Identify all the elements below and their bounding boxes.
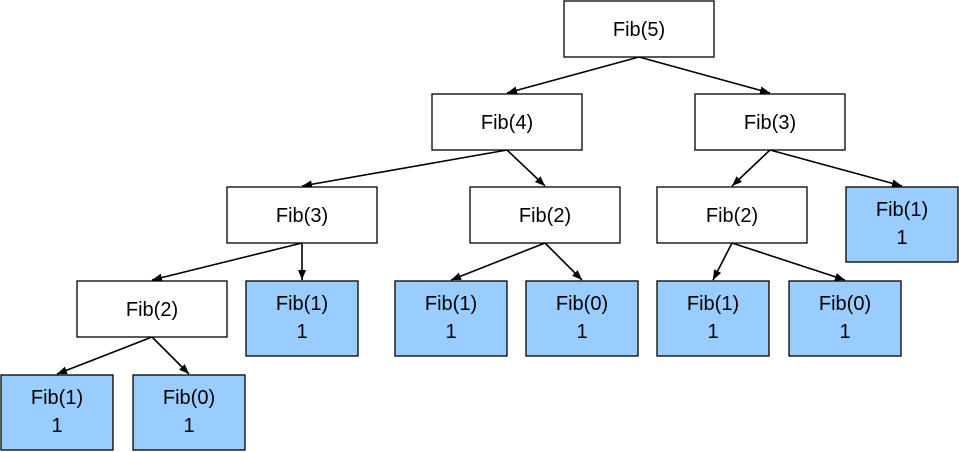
node-box [656, 186, 808, 244]
node-value: 1 [707, 321, 718, 343]
leaf-node: Fib(1) 1 [0, 374, 114, 451]
edge-arrow [506, 149, 546, 187]
edge-arrow [638, 56, 771, 95]
edge-arrow [301, 149, 508, 189]
leaf-node: Fib(1) 1 [845, 186, 959, 263]
node-label: Fib(1) [687, 293, 739, 315]
node-box [525, 280, 639, 357]
node-label: Fib(2) [126, 299, 178, 321]
node-value: 1 [51, 415, 62, 437]
leaf-node: Fib(1) 1 [245, 280, 359, 357]
edge-arrow [151, 242, 303, 282]
edge-arrow [712, 242, 733, 281]
node-label: Fib(1) [31, 387, 83, 409]
call-node: Fib(2) [469, 186, 621, 244]
node-box [694, 93, 846, 151]
node-box [845, 186, 959, 263]
node-label: Fib(0) [163, 387, 215, 409]
leaf-node: Fib(0) 1 [132, 374, 246, 451]
node-label: Fib(3) [276, 205, 328, 227]
edge-arrow [450, 242, 546, 281]
node-box [563, 0, 715, 58]
node-value: 1 [896, 227, 907, 249]
call-node: Fib(4) [431, 93, 583, 151]
node-label: Fib(1) [276, 293, 328, 315]
node-label: Fib(5) [613, 19, 665, 41]
leaf-node: Fib(1) 1 [394, 280, 508, 357]
node-value: 1 [839, 321, 850, 343]
edge-arrow [506, 56, 640, 95]
node-box [76, 280, 228, 338]
node-label: Fib(4) [481, 112, 533, 134]
node-value: 1 [576, 321, 587, 343]
node-box [0, 374, 114, 451]
node-label: Fib(2) [706, 205, 758, 227]
node-label: Fib(2) [519, 205, 571, 227]
edge-arrow [151, 336, 190, 375]
edges [56, 56, 903, 375]
node-label: Fib(3) [744, 112, 796, 134]
edge-arrow [769, 149, 903, 188]
node-value: 1 [296, 321, 307, 343]
node-label: Fib(0) [819, 293, 871, 315]
node-label: Fib(0) [556, 293, 608, 315]
leaf-node: Fib(0) 1 [525, 280, 639, 357]
edge-arrow [731, 242, 846, 281]
node-box [431, 93, 583, 151]
node-box [788, 280, 902, 357]
node-box [469, 186, 621, 244]
edge-arrow [56, 336, 153, 375]
node-box [394, 280, 508, 357]
node-label: Fib(1) [876, 199, 928, 221]
node-box [245, 280, 359, 357]
edge-arrow [731, 149, 771, 187]
call-node: Fib(3) [694, 93, 846, 151]
node-box [226, 186, 378, 244]
leaf-node: Fib(0) 1 [788, 280, 902, 357]
call-node: Fib(2) [76, 280, 228, 338]
node-label: Fib(1) [425, 293, 477, 315]
node-box [132, 374, 246, 451]
node-box [656, 280, 770, 357]
edge-arrow [544, 242, 583, 281]
call-node: Fib(3) [226, 186, 378, 244]
node-value: 1 [445, 321, 456, 343]
leaf-node: Fib(1) 1 [656, 280, 770, 357]
call-node: Fib(5) [563, 0, 715, 58]
call-node: Fib(2) [656, 186, 808, 244]
node-value: 1 [183, 415, 194, 437]
